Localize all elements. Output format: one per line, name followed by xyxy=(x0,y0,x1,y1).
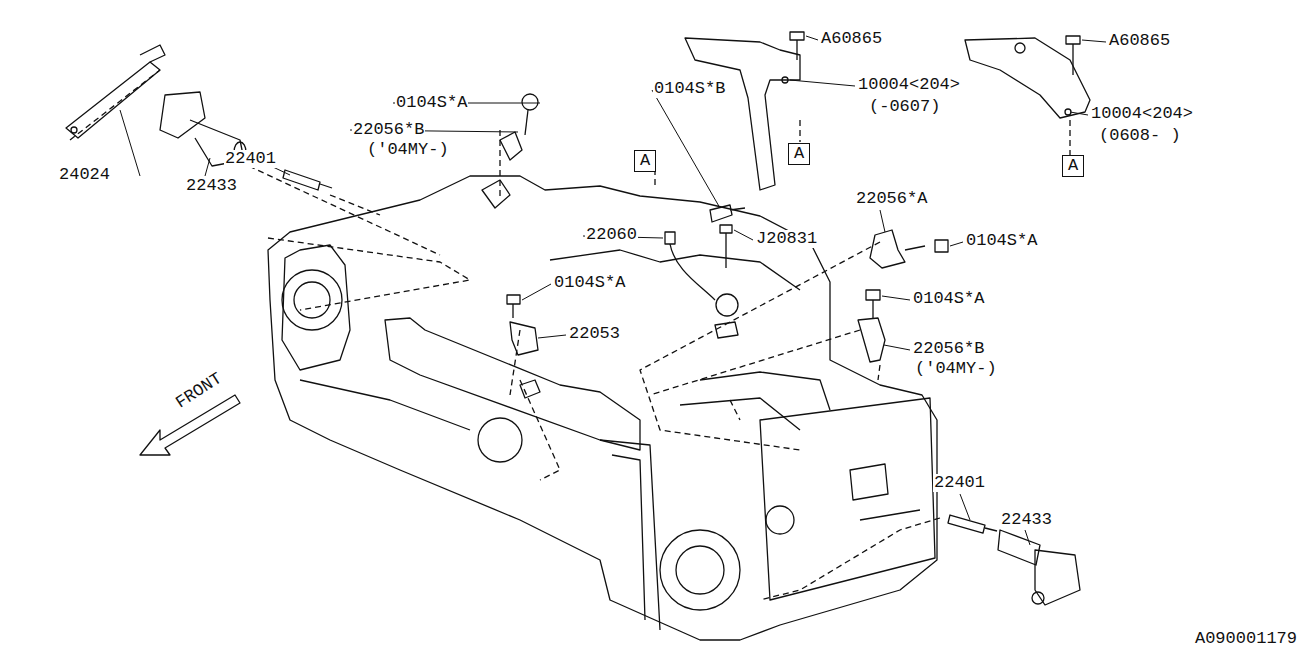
part-number: 22053 xyxy=(568,325,621,343)
part-number: 22401 xyxy=(933,474,986,492)
leader-line xyxy=(790,80,855,86)
part-number: 22401 xyxy=(224,150,277,168)
reference-box: A xyxy=(1062,155,1084,177)
part-number: J20831 xyxy=(755,230,818,248)
part-number: 22056*B xyxy=(352,121,425,139)
part-number: 0104S*A xyxy=(553,274,626,292)
part-number: (0608- ) xyxy=(1098,127,1182,145)
leader-line xyxy=(120,110,140,176)
part-number: A60865 xyxy=(1108,32,1171,50)
part-number: 22056*B xyxy=(912,340,985,358)
leader-line xyxy=(1070,112,1088,115)
leader-line xyxy=(1082,40,1106,42)
leader-line xyxy=(538,335,566,338)
leader-line xyxy=(880,210,885,232)
part-number: 22060 xyxy=(585,226,638,244)
leader-line xyxy=(884,345,910,350)
reference-letter: A xyxy=(794,145,804,163)
reference-letter: A xyxy=(640,152,650,170)
part-number: 0104S*B xyxy=(653,80,726,98)
part-number: 0104S*A xyxy=(912,290,985,308)
part-number: 22433 xyxy=(185,177,238,195)
leader-line xyxy=(522,284,551,300)
part-number: 22433 xyxy=(1000,511,1053,529)
part-number: A60865 xyxy=(820,30,883,48)
leader-line xyxy=(1025,530,1030,545)
part-number: 10004<204> xyxy=(1090,105,1194,123)
part-number: 24024 xyxy=(58,166,111,184)
leader-line xyxy=(652,90,720,208)
leader-line xyxy=(205,158,210,176)
part-number: 0104S*A xyxy=(965,232,1038,250)
reference-box: A xyxy=(788,143,810,165)
leader-line xyxy=(806,36,818,40)
leader-line xyxy=(882,296,910,300)
leader-line xyxy=(950,242,963,246)
reference-letter: A xyxy=(1068,157,1078,175)
part-number: ('04MY-) xyxy=(914,360,998,378)
leader-line xyxy=(960,494,970,520)
leader-line xyxy=(734,230,753,240)
reference-box: A xyxy=(634,150,656,172)
part-number: (-0607) xyxy=(868,98,941,116)
part-number: 10004<204> xyxy=(857,76,961,94)
part-number: FRONT xyxy=(172,369,226,413)
part-number: 0104S*A xyxy=(395,94,468,112)
part-number: A090001179 xyxy=(1194,630,1298,648)
part-number: 22056*A xyxy=(855,190,928,208)
part-number: ('04MY-) xyxy=(366,141,450,159)
